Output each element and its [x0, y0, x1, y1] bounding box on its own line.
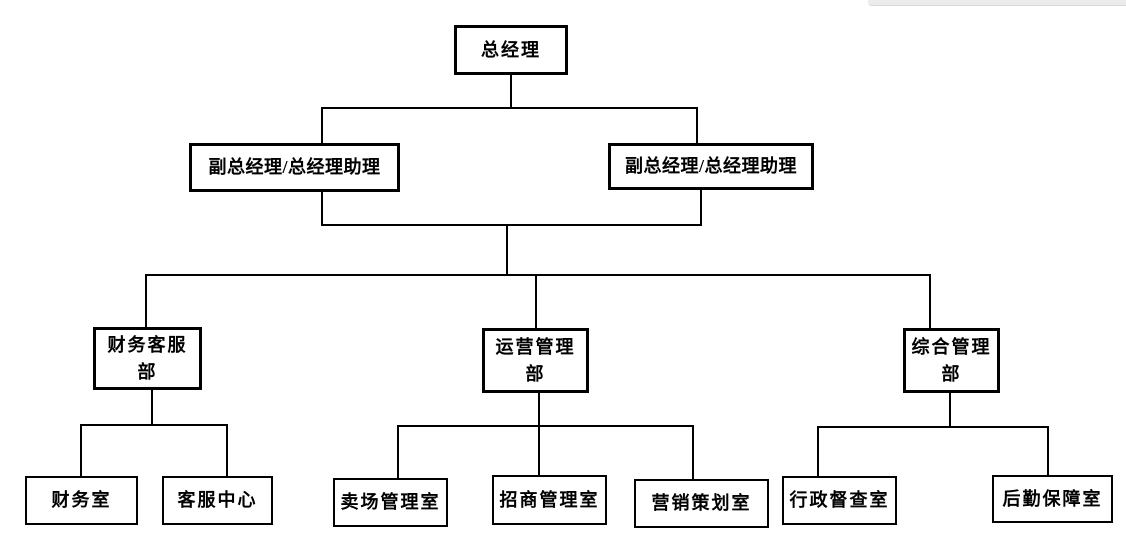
node-dept-general-label: 综合管理 部: [911, 336, 992, 384]
node-dept-finance-service-label: 财务客服 部: [107, 334, 188, 382]
connector-vp-left-drop: [321, 107, 323, 144]
connector-dept2-down: [538, 392, 540, 476]
node-office-admin-supervision-label: 行政督查室: [789, 490, 890, 511]
connector-dept1-bus: [80, 424, 228, 426]
connector-vp-right-down: [700, 189, 702, 226]
node-office-customer-service-label: 客服中心: [177, 490, 258, 511]
node-office-customer-service[interactable]: 客服中心: [162, 476, 273, 525]
node-vp-right-label: 副总经理/总经理助理: [624, 156, 797, 177]
window-edge-strip: [868, 0, 1126, 6]
connector-office3-drop: [397, 425, 399, 479]
connector-dept1-drop: [145, 274, 147, 328]
node-office-merchant-mgmt-label: 招商管理室: [499, 489, 600, 510]
connector-dept2-drop: [535, 274, 537, 329]
node-office-marketing-label: 营销策划室: [651, 493, 752, 514]
node-office-admin-supervision[interactable]: 行政督查室: [782, 476, 897, 525]
connector-dept2-bus: [397, 425, 694, 427]
node-dept-operations-label: 运营管理 部: [495, 336, 576, 384]
node-office-finance-label: 财务室: [51, 490, 112, 511]
node-vp-left[interactable]: 副总经理/总经理助理: [189, 143, 400, 192]
connector-dept3-down: [949, 392, 951, 428]
connector-office6-drop: [817, 426, 819, 477]
node-ceo[interactable]: 总经理: [454, 25, 568, 75]
connector-office2-drop: [226, 424, 228, 477]
connector-office5-drop: [692, 425, 694, 480]
connector-vp-right-drop: [696, 107, 698, 144]
node-office-store-mgmt[interactable]: 卖场管理室: [333, 478, 448, 527]
node-office-logistics-label: 后勤保障室: [1002, 488, 1103, 509]
node-dept-general[interactable]: 综合管理 部: [903, 328, 1000, 393]
connector-l1-bus: [321, 107, 698, 109]
node-dept-operations[interactable]: 运营管理 部: [482, 328, 589, 393]
node-office-merchant-mgmt[interactable]: 招商管理室: [492, 475, 607, 525]
connector-vp-left-down: [321, 191, 323, 226]
connector-dept3-bus: [817, 426, 1049, 428]
node-office-logistics[interactable]: 后勤保障室: [992, 475, 1113, 523]
connector-ceo-down: [510, 74, 512, 108]
connector-l2-bus: [321, 224, 702, 226]
connector-office7-drop: [1047, 426, 1049, 476]
connector-dept3-drop: [929, 274, 931, 329]
node-office-store-mgmt-label: 卖场管理室: [340, 492, 441, 513]
connector-l3-bus: [145, 274, 931, 276]
connector-office1-drop: [80, 424, 82, 477]
node-vp-right[interactable]: 副总经理/总经理助理: [608, 143, 814, 190]
node-vp-left-label: 副总经理/总经理助理: [208, 157, 381, 178]
connector-dept1-down: [151, 389, 153, 426]
node-office-finance[interactable]: 财务室: [25, 476, 138, 525]
node-dept-finance-service[interactable]: 财务客服 部: [93, 327, 202, 390]
connector-l2-center-down: [506, 224, 508, 276]
node-office-marketing[interactable]: 营销策划室: [634, 479, 769, 528]
node-ceo-label: 总经理: [481, 39, 541, 60]
